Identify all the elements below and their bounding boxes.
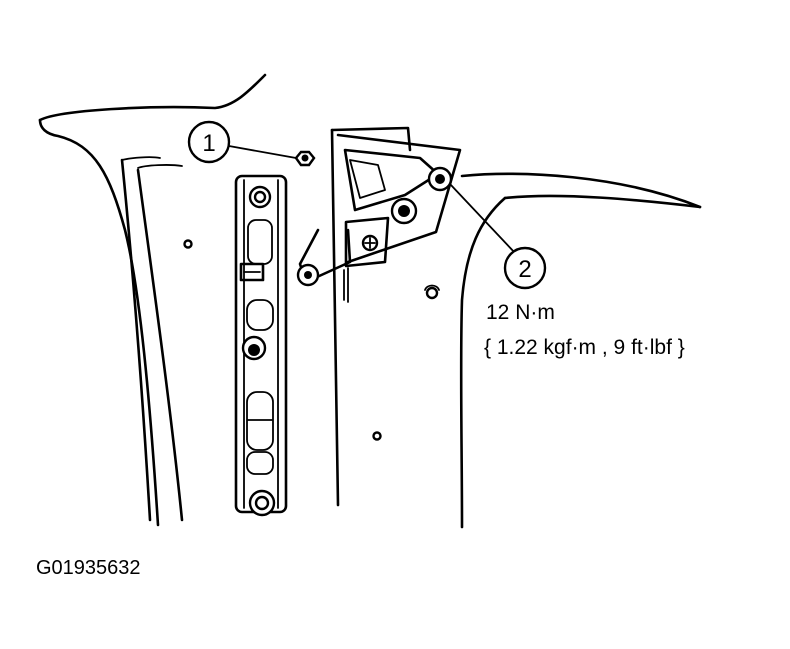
callout-1: 1	[187, 120, 297, 164]
body-pillar	[38, 73, 267, 527]
nut-1	[294, 150, 316, 167]
callout-1-number: 1	[202, 130, 215, 157]
door-hinge	[296, 126, 462, 507]
torque-spec-metric: 12 N·m	[486, 301, 555, 324]
door-panel	[372, 172, 702, 529]
slotted-rail	[234, 174, 288, 517]
figure-id: G01935632	[36, 557, 141, 579]
callout-2: 2	[449, 183, 547, 290]
torque-spec-conversions: { 1.22 kgf·m , 9 ft·lbf }	[484, 336, 685, 359]
callout-2-number: 2	[518, 256, 531, 283]
